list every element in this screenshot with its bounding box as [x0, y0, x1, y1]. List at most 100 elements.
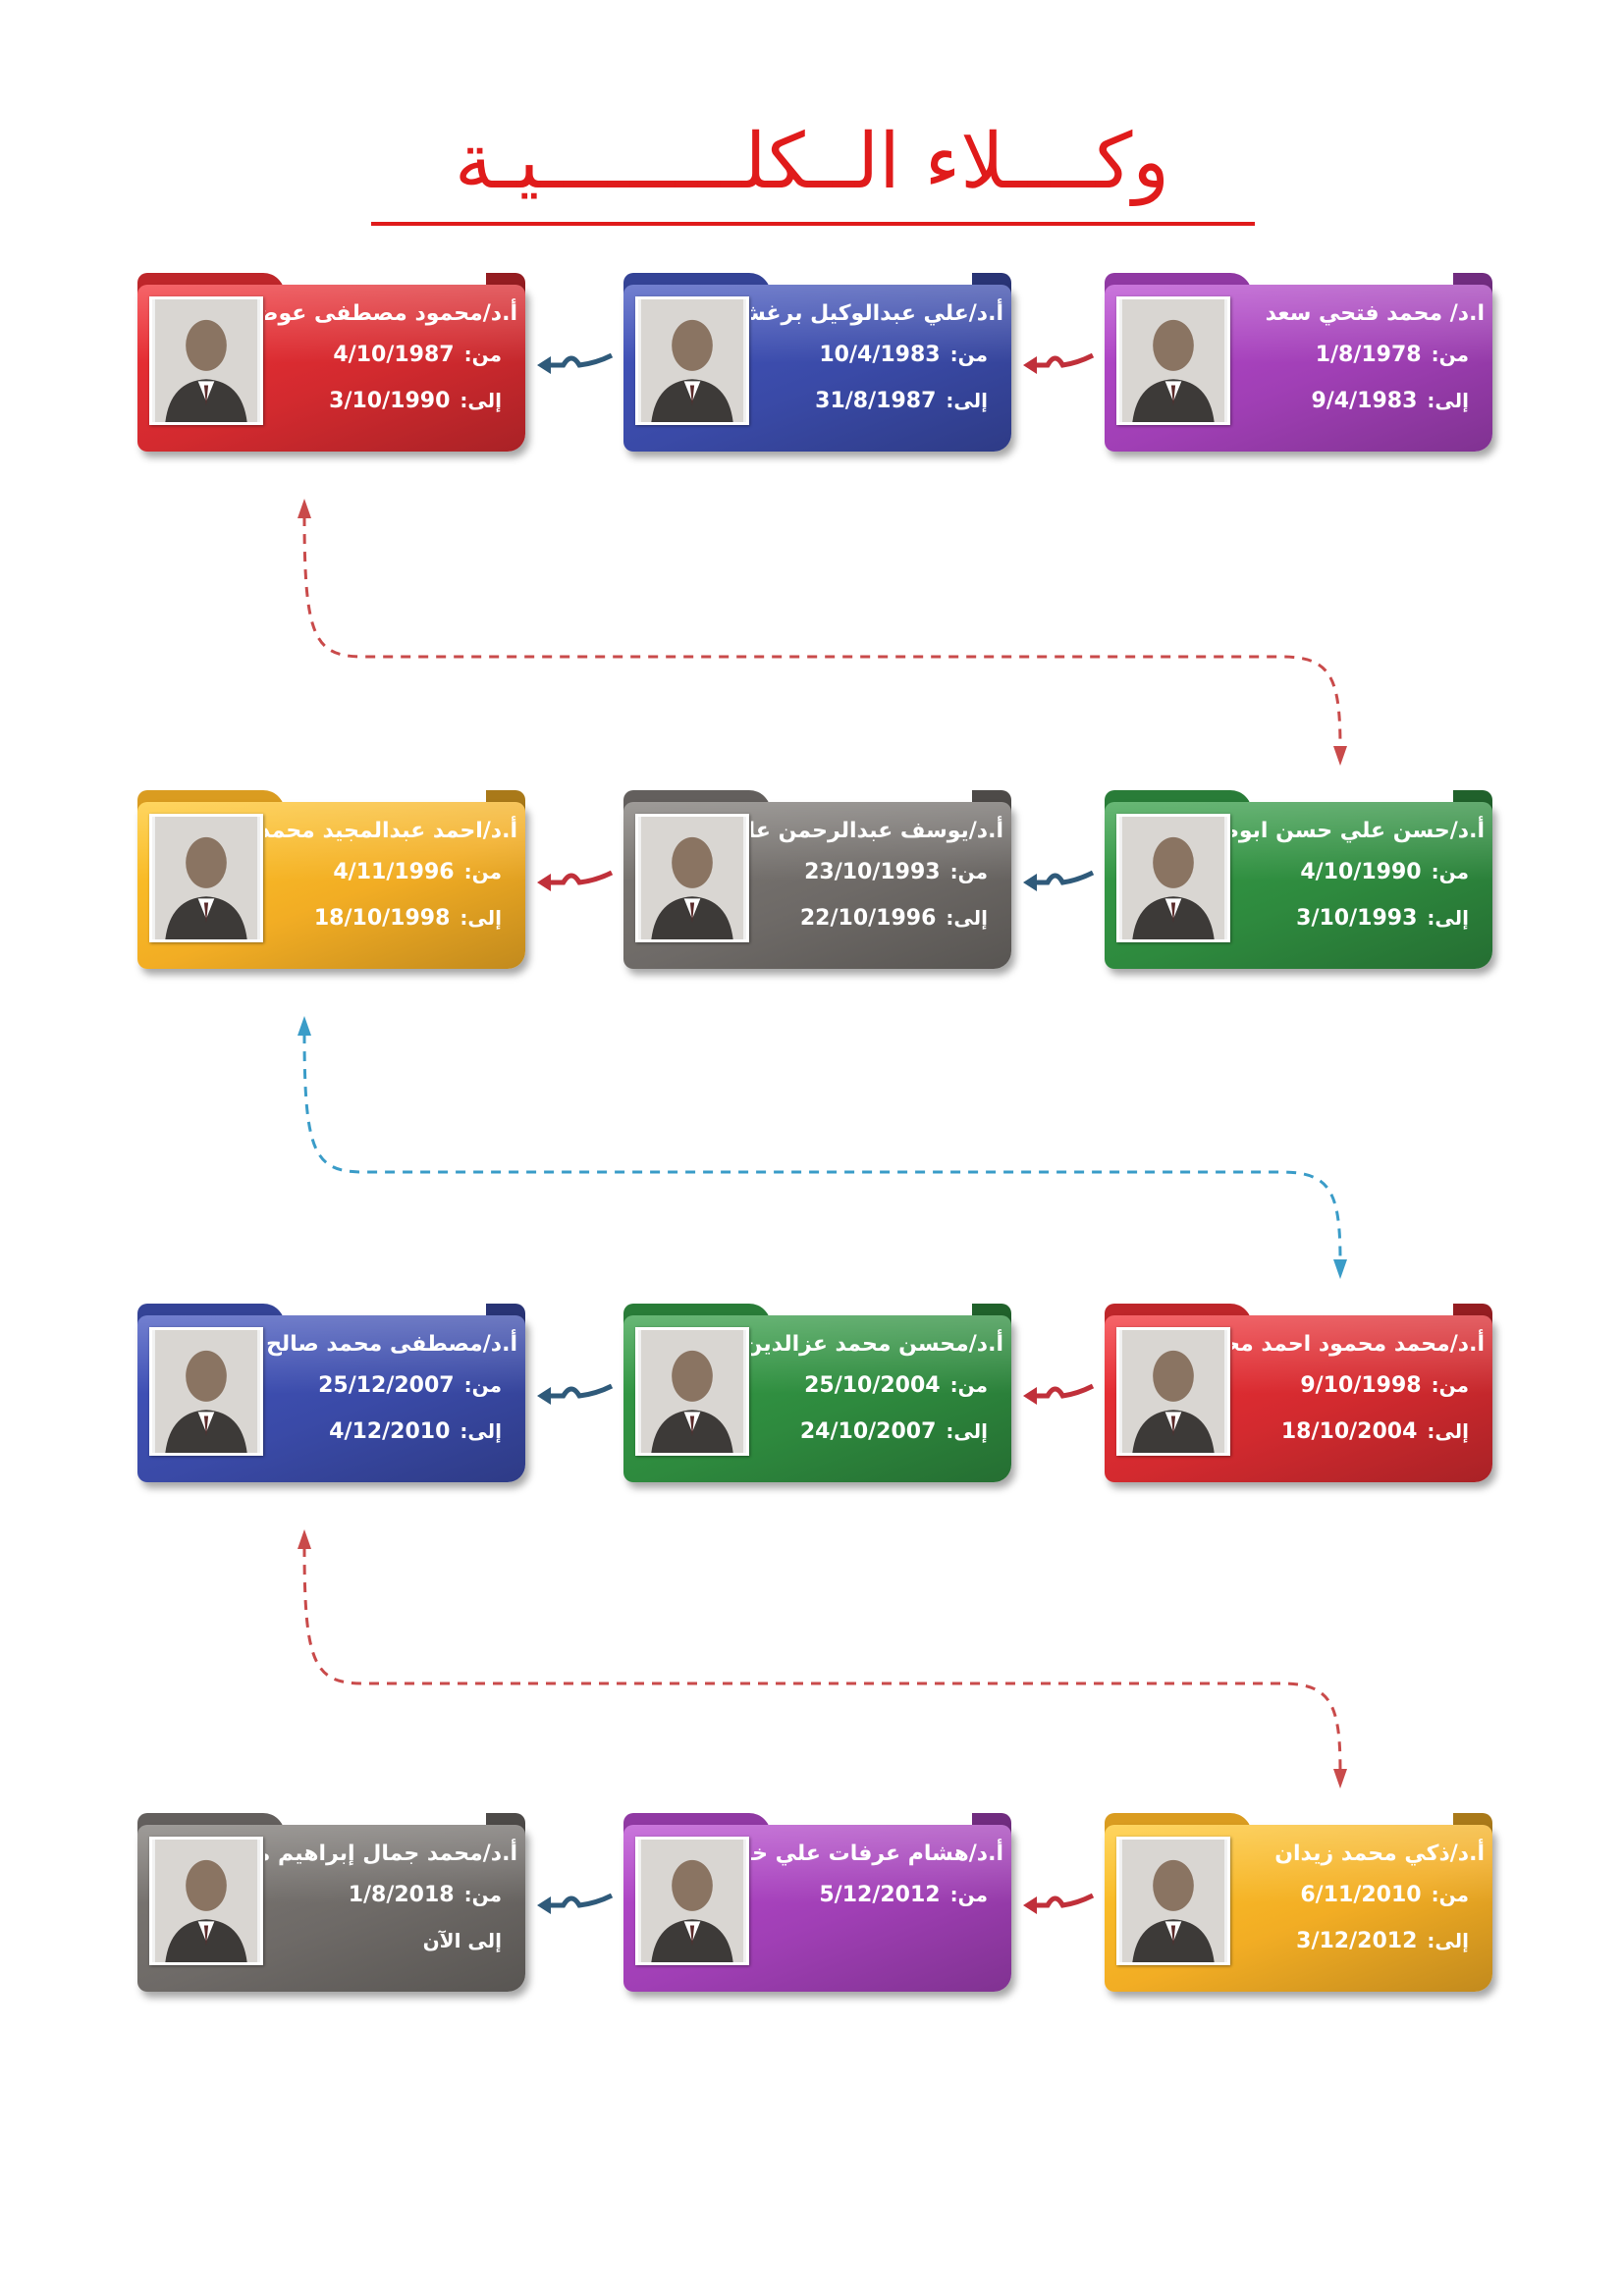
- portrait-photo: [1116, 1837, 1230, 1965]
- to-date: 3/10/1993: [1296, 906, 1418, 931]
- dashed-loop: [302, 1033, 1342, 1262]
- vice-dean-card: أ.د/احمد عبدالمجيد محمد من:4/11/1996 إلى…: [137, 790, 525, 982]
- person-name: أ.د/محمود مصطفى عوض: [265, 301, 517, 326]
- portrait-photo: [1116, 296, 1230, 425]
- connector-arrow: [537, 352, 614, 374]
- card-info: أ.د/حسن علي حسن ابوطبل من:4/10/1990 إلى:…: [1232, 814, 1485, 941]
- from-date: 10/4/1983: [819, 343, 941, 367]
- page-title: وكــــلاء الــكلـــــــــيـة: [454, 118, 1170, 206]
- from-line: من:5/12/2012: [751, 1872, 1003, 1918]
- person-name: أ.د/محمد محمود احمد محجوب: [1232, 1332, 1485, 1357]
- connector-arrow: [537, 870, 614, 891]
- to-date: 22/10/1996: [799, 906, 937, 931]
- to-label: إلى الآن: [422, 1929, 502, 1952]
- arrow-up-icon: [298, 1016, 311, 1036]
- connector-line: [545, 1383, 614, 1399]
- person-name: أ.د/ذكي محمد زيدان: [1274, 1842, 1485, 1866]
- from-label: من:: [463, 343, 502, 366]
- arrow-up-icon: [298, 499, 311, 518]
- arrowhead-icon: [1023, 356, 1037, 374]
- from-label: من:: [463, 1373, 502, 1397]
- arrowhead-icon: [1023, 1387, 1037, 1405]
- from-label: من:: [949, 1883, 988, 1906]
- vice-dean-card: أ.د/ذكي محمد زيدان من: 6/11/2010 إلى: 3/12…: [1105, 1813, 1492, 2004]
- arrowhead-icon: [537, 356, 551, 374]
- from-date: 9/10/1998: [1300, 1373, 1422, 1398]
- to-line: [751, 1918, 1003, 1964]
- from-date: 23/10/1993: [804, 860, 941, 884]
- from-date: 1/8/2018: [348, 1883, 455, 1907]
- person-name: أ.د/يوسف عبدالرحمن عابد: [751, 819, 1003, 843]
- from-label: من:: [1431, 343, 1469, 366]
- arrow-down-icon: [1333, 1769, 1347, 1789]
- to-date: 4/12/2010: [329, 1419, 451, 1444]
- to-label: إلى:: [946, 906, 988, 930]
- from-date: 4/10/1987: [333, 343, 455, 367]
- portrait-photo: [635, 1327, 749, 1456]
- portrait-photo: [1116, 1327, 1230, 1456]
- card-info: أ.د/محمد محمود احمد محجوب من:9/10/1998 إ…: [1232, 1327, 1485, 1455]
- connector-line: [545, 352, 614, 368]
- card-info: ا.د/ محمد فتحي سعد من:1/8/1978 إلى:9/4/1…: [1232, 296, 1485, 424]
- to-date: 18/10/2004: [1280, 1419, 1418, 1444]
- from-line: من:9/10/1998: [1232, 1362, 1485, 1409]
- to-label: إلى:: [460, 389, 502, 412]
- to-date: 3/10/1990: [329, 389, 451, 413]
- to-label: إلى:: [1427, 1419, 1469, 1443]
- to-label: إلى:: [946, 389, 988, 412]
- to-date: 31/8/1987: [815, 389, 937, 413]
- person-name: أ.د/محسن محمد عزالدين: [751, 1332, 1003, 1357]
- portrait-icon: [640, 1840, 744, 1962]
- portrait-icon: [640, 299, 744, 422]
- from-line: من: 1/8/1978: [1232, 332, 1485, 378]
- vice-dean-card: أ.د/يوسف عبدالرحمن عابد من: 23/10/1993 إل…: [623, 790, 1011, 982]
- portrait-photo: [149, 814, 263, 942]
- to-date: 3/12/2012: [1296, 1929, 1418, 1953]
- portrait-icon: [640, 1330, 744, 1453]
- from-line: من:4/10/1990: [1232, 849, 1485, 895]
- arrowhead-icon: [537, 1896, 551, 1914]
- from-line: من: 23/10/1993: [751, 849, 1003, 895]
- person-name: ا.د/ محمد فتحي سعد: [1265, 301, 1485, 326]
- portrait-photo: [149, 1837, 263, 1965]
- from-date: 6/11/2010: [1300, 1883, 1422, 1907]
- to-line: إلى:3/10/1993: [1232, 895, 1485, 941]
- portrait-icon: [1121, 299, 1225, 422]
- connector-line: [1031, 870, 1095, 885]
- from-date: 1/8/1978: [1315, 343, 1422, 367]
- connector-line: [1031, 1893, 1095, 1908]
- connector-line: [545, 870, 614, 885]
- to-line: إلى الآن: [265, 1918, 517, 1964]
- from-date: 4/11/1996: [333, 860, 455, 884]
- card-info: أ.د/احمد عبدالمجيد محمد من:4/11/1996 إلى…: [265, 814, 517, 941]
- connector-line: [1031, 352, 1095, 368]
- arrow-down-icon: [1333, 746, 1347, 766]
- card-info: أ.د/ذكي محمد زيدان من: 6/11/2010 إلى: 3/12…: [1232, 1837, 1485, 1964]
- title-underline: [371, 222, 1255, 226]
- vice-dean-card: أ.د/مصطفى محمد صالح من:25/12/2007 إلى:4/…: [137, 1304, 525, 1495]
- dashed-loop: [302, 1546, 1342, 1772]
- to-label: إلى:: [1427, 389, 1469, 412]
- to-label: إلى:: [1427, 1929, 1469, 1952]
- card-info: أ.د/محمد جمال إبراهيم مهدي من:1/8/2018 إ…: [265, 1837, 517, 1964]
- to-label: إلى:: [946, 1419, 988, 1443]
- from-date: 25/12/2007: [318, 1373, 455, 1398]
- portrait-icon: [1121, 1840, 1225, 1962]
- portrait-photo: [635, 296, 749, 425]
- from-label: من:: [949, 860, 988, 883]
- connector-arrow: [537, 1383, 614, 1405]
- vice-dean-card: أ.د/علي عبدالوكيل برغش من:10/4/1983 إلى:…: [623, 273, 1011, 464]
- portrait-photo: [1116, 814, 1230, 942]
- arrowhead-icon: [1023, 874, 1037, 891]
- from-label: من:: [1431, 1883, 1469, 1906]
- to-line: إلى:24/10/2007: [751, 1409, 1003, 1455]
- portrait-icon: [154, 1330, 258, 1453]
- arrow-up-icon: [298, 1529, 311, 1549]
- to-line: إلى: 3/10/1990: [265, 378, 517, 424]
- connector-line: [545, 1893, 614, 1908]
- connector-arrow: [1023, 870, 1095, 891]
- person-name: أ.د/علي عبدالوكيل برغش: [751, 301, 1003, 326]
- card-info: أ.د/يوسف عبدالرحمن عابد من: 23/10/1993 إل…: [751, 814, 1003, 941]
- connector-arrow: [1023, 352, 1095, 374]
